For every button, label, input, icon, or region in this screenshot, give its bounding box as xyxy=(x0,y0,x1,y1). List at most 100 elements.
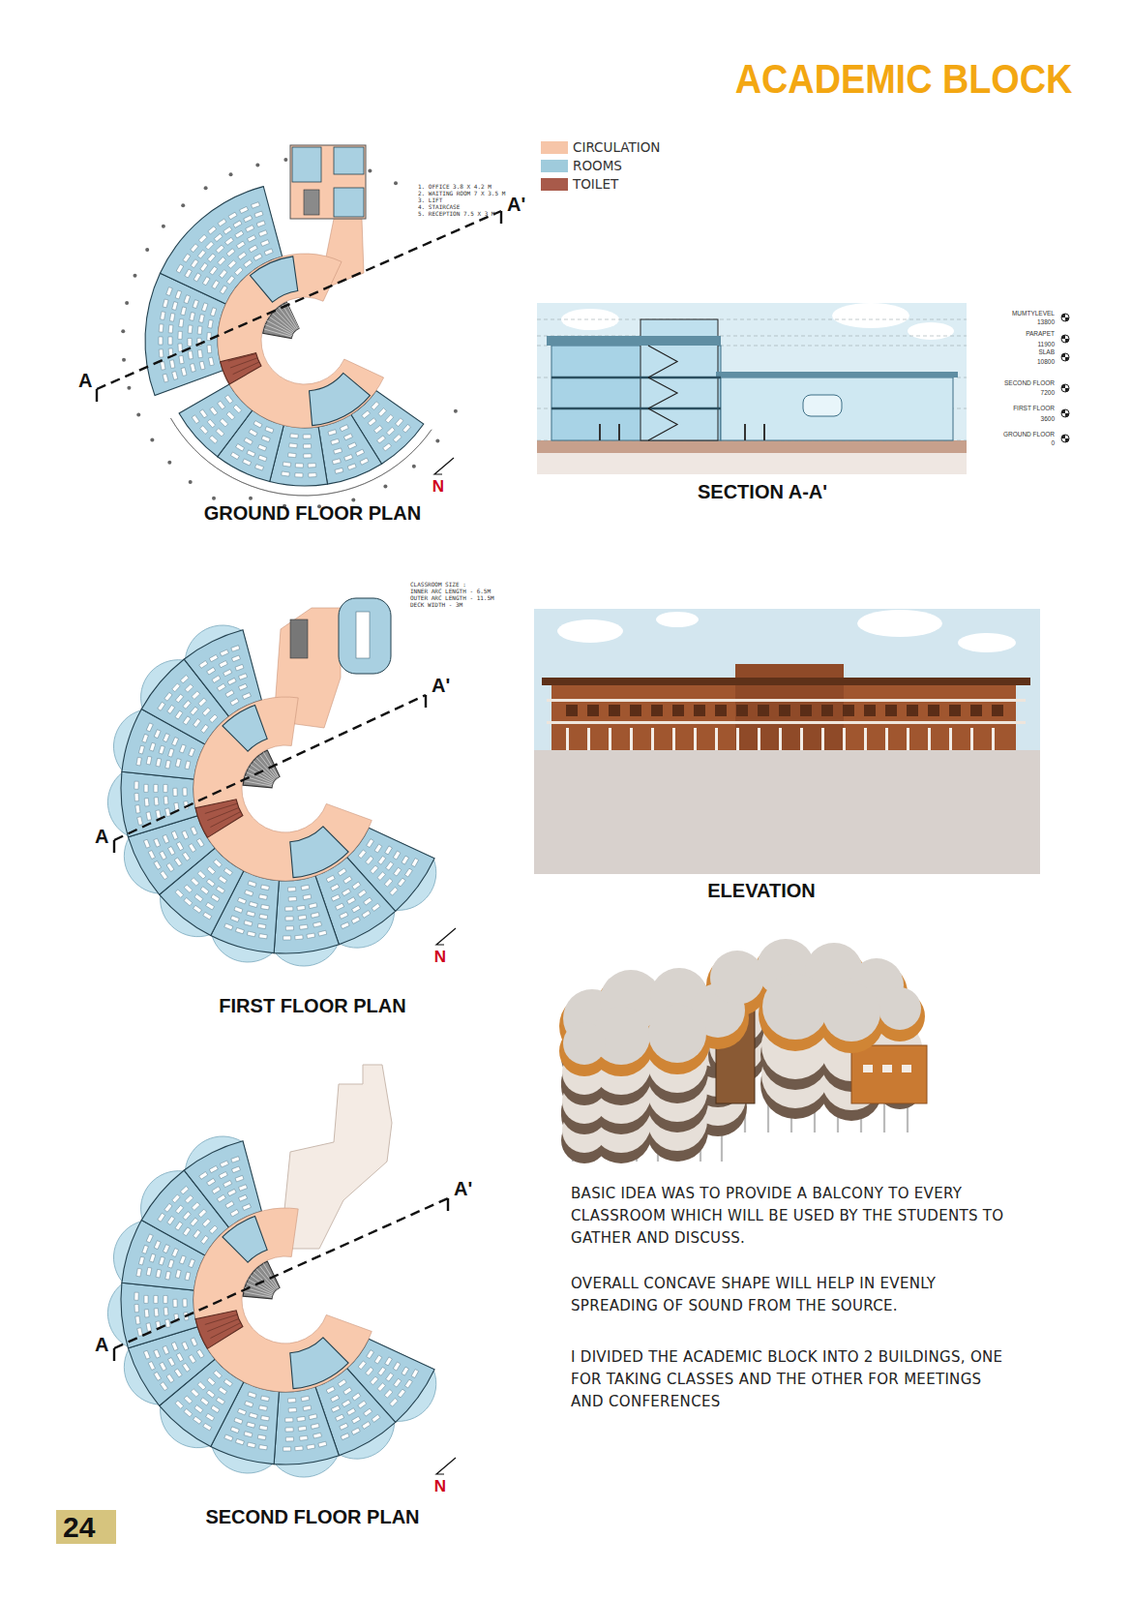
desk xyxy=(236,443,245,451)
desk xyxy=(190,1337,198,1346)
desk xyxy=(259,1404,269,1411)
desk xyxy=(201,723,209,733)
opening xyxy=(608,704,621,716)
desk xyxy=(174,857,182,866)
desk xyxy=(201,1234,209,1244)
desk xyxy=(207,1177,216,1186)
desk xyxy=(178,1254,186,1264)
opening xyxy=(566,704,578,716)
desk xyxy=(162,298,169,308)
desk xyxy=(153,783,158,792)
desk xyxy=(172,683,180,692)
desk xyxy=(197,1381,207,1390)
level-value: 10800 xyxy=(1037,357,1055,366)
section-mark: A xyxy=(78,368,92,392)
toilet-partition xyxy=(205,1313,238,1324)
desk xyxy=(146,1322,151,1332)
tree-dot xyxy=(393,180,398,185)
section-mark: A' xyxy=(431,673,450,697)
column xyxy=(629,727,633,750)
desk xyxy=(207,666,216,675)
column xyxy=(927,727,931,750)
desk xyxy=(138,744,145,754)
tree-dot xyxy=(121,357,126,362)
desk xyxy=(247,1391,257,1398)
desk xyxy=(378,408,387,418)
desk xyxy=(215,244,225,253)
desk xyxy=(330,1404,340,1412)
desk xyxy=(175,889,183,898)
desk xyxy=(219,1160,229,1167)
desk xyxy=(208,226,217,235)
desk xyxy=(248,1411,258,1418)
desk xyxy=(261,435,270,443)
desk xyxy=(308,902,318,909)
size-note: INNER ARC LENGTH - 6.5M xyxy=(410,587,491,595)
desk xyxy=(176,1352,183,1362)
opening xyxy=(842,704,855,716)
desk xyxy=(225,689,235,697)
desk xyxy=(208,1164,218,1172)
desk xyxy=(190,259,199,269)
desk xyxy=(341,888,351,896)
desk xyxy=(243,920,253,926)
legend-swatch xyxy=(540,141,568,154)
north-label: N xyxy=(432,476,445,497)
section-mark: A' xyxy=(453,1176,473,1200)
toilet-partition xyxy=(209,811,240,828)
level-line xyxy=(536,319,967,321)
desk xyxy=(158,324,164,332)
desk xyxy=(401,1366,410,1375)
desk xyxy=(188,843,197,853)
tree-dot xyxy=(167,460,172,465)
desk xyxy=(411,1369,418,1378)
cut-tick xyxy=(113,1347,116,1361)
desk xyxy=(164,1202,173,1212)
level-value: 0 xyxy=(1050,439,1055,447)
circulation-ring xyxy=(217,253,385,428)
desk xyxy=(134,1303,139,1311)
desk xyxy=(219,269,228,279)
slab-lobe xyxy=(563,1021,606,1065)
desk xyxy=(209,307,216,317)
desk xyxy=(385,414,393,423)
desk xyxy=(168,845,176,855)
desk xyxy=(153,1240,161,1250)
desk xyxy=(335,902,345,910)
level-marker xyxy=(1061,434,1070,443)
legend-swatch xyxy=(540,159,568,173)
north-arrow xyxy=(436,927,456,945)
roof-slab xyxy=(546,335,721,346)
desk xyxy=(197,326,203,334)
desk xyxy=(197,349,203,358)
desk xyxy=(213,233,223,241)
desk xyxy=(144,1309,149,1317)
desk xyxy=(163,1294,168,1303)
drawing-title: GROUND FLOOR PLAN xyxy=(204,501,421,525)
desk xyxy=(167,1215,176,1224)
desk xyxy=(157,1212,166,1222)
desk xyxy=(228,211,238,219)
section-cut-line xyxy=(114,694,426,853)
desk xyxy=(331,458,341,465)
desk xyxy=(184,1271,191,1281)
desk xyxy=(401,855,410,864)
desk xyxy=(175,758,181,768)
desk xyxy=(261,884,270,891)
axonometric-view xyxy=(559,938,927,1163)
desk xyxy=(207,1376,216,1385)
desk xyxy=(146,1233,153,1243)
person xyxy=(744,423,746,441)
desk xyxy=(176,841,183,851)
level-name: SECOND FLOOR xyxy=(1004,379,1055,388)
level-name: MUMTYLEVEL xyxy=(1012,309,1055,318)
tree-dot xyxy=(229,172,234,177)
desk xyxy=(202,1218,210,1227)
desk xyxy=(199,360,206,370)
desk xyxy=(182,700,191,710)
desk xyxy=(162,1344,170,1354)
desk xyxy=(281,471,290,477)
desk xyxy=(256,220,266,228)
reception xyxy=(333,187,364,217)
desk xyxy=(378,855,387,864)
